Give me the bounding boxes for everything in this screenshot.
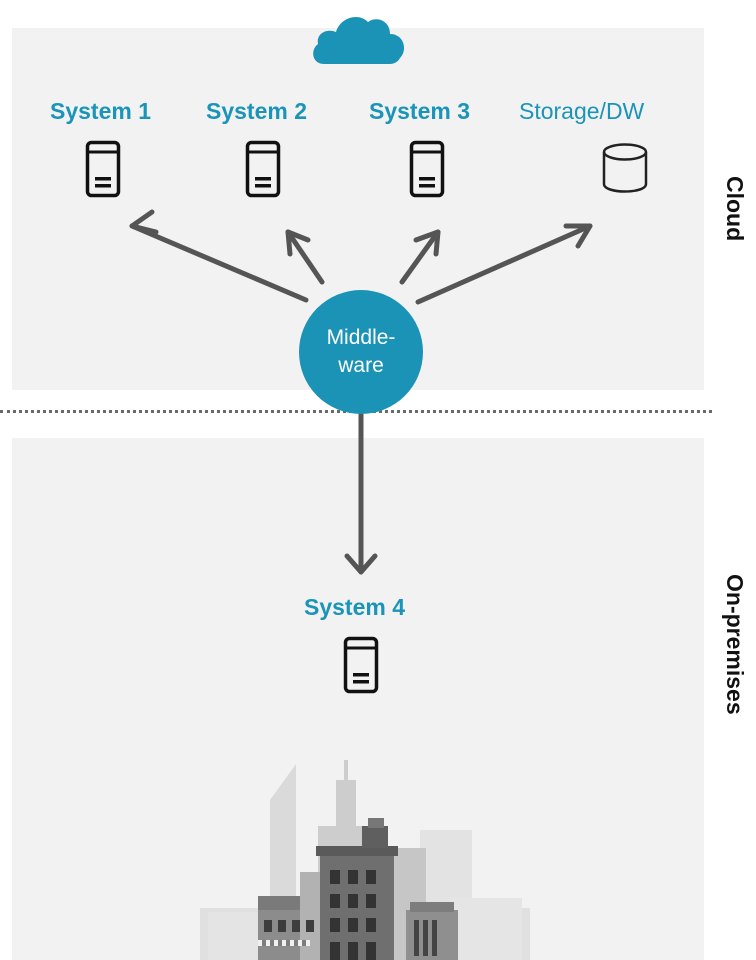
arrowhead-system-2 (285, 229, 311, 257)
arrow-to-system-1 (129, 223, 309, 303)
middleware-label-line-2: ware (338, 354, 384, 377)
middleware-label-line-1: Middle- (326, 326, 396, 349)
system-1-label: System 1 (50, 98, 152, 124)
arrow-to-storage (415, 223, 593, 305)
database-icon (600, 142, 650, 196)
server-icon (85, 140, 121, 198)
arrowhead-storage (563, 223, 593, 249)
arrowhead-system-3 (413, 229, 441, 257)
server-icon (409, 140, 445, 198)
storage-dw-label: Storage/DW (519, 98, 645, 124)
system-3-label: System 3 (369, 98, 471, 124)
arrowhead-system-4 (344, 553, 378, 575)
server-icon (343, 636, 379, 694)
system-4-label: System 4 (304, 594, 406, 620)
cloud-icon (310, 10, 410, 66)
arrowhead-system-1 (129, 209, 159, 235)
middleware-node: Middle- ware (299, 290, 423, 414)
arrow-to-system-3 (399, 229, 441, 285)
city-buildings-illustration (200, 760, 530, 960)
server-icon (245, 140, 281, 198)
system-2-label: System 2 (206, 98, 308, 124)
arrow-to-system-2 (285, 229, 325, 285)
